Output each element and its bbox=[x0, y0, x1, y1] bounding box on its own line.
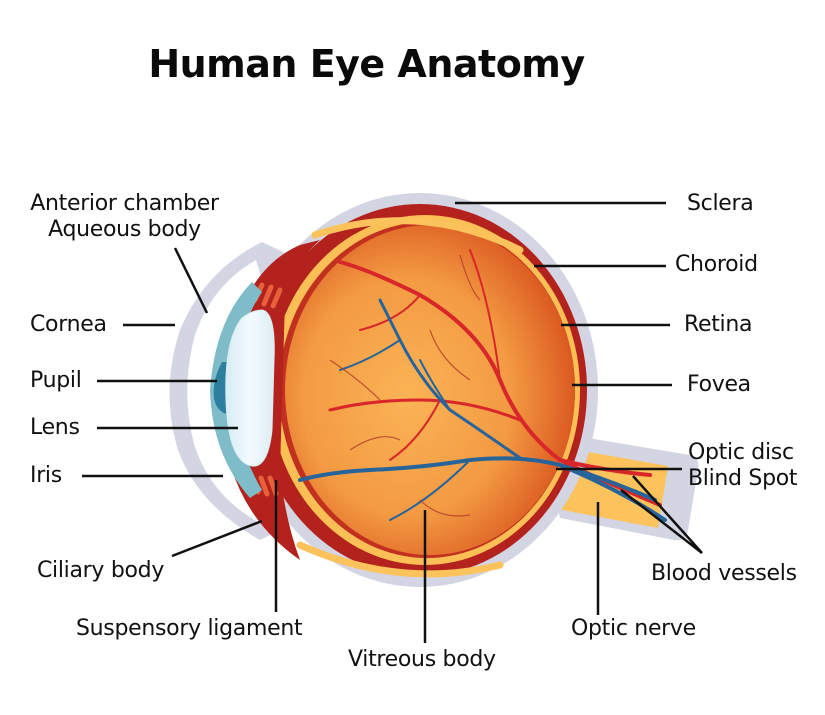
label-optic-disc-line1: Optic disc bbox=[688, 440, 794, 465]
capillaries bbox=[329, 254, 481, 517]
label-suspensory-ligament: Suspensory ligament bbox=[76, 616, 303, 641]
label-blind-spot-line2: Blind Spot bbox=[688, 466, 798, 491]
label-ciliary-body: Ciliary body bbox=[37, 558, 165, 583]
cornea-shape bbox=[210, 282, 262, 498]
label-vitreous-body: Vitreous body bbox=[348, 647, 496, 672]
label-pupil: Pupil bbox=[30, 368, 82, 393]
vitreous-shape bbox=[285, 225, 575, 555]
label-fovea: Fovea bbox=[687, 372, 751, 397]
lens-shape bbox=[225, 309, 275, 467]
label-lens: Lens bbox=[30, 415, 80, 440]
label-iris: Iris bbox=[30, 463, 62, 488]
label-aqueous-body-line2: Aqueous body bbox=[48, 217, 201, 242]
label-anterior-chamber: Anterior chamber Aqueous body bbox=[22, 191, 227, 243]
label-optic-nerve: Optic nerve bbox=[571, 616, 696, 641]
label-sclera: Sclera bbox=[687, 191, 754, 216]
label-cornea: Cornea bbox=[30, 312, 107, 337]
label-choroid: Choroid bbox=[675, 252, 758, 277]
label-retina: Retina bbox=[684, 312, 753, 337]
label-blood-vessels: Blood vessels bbox=[651, 561, 797, 586]
label-anterior-chamber-line1: Anterior chamber bbox=[30, 191, 219, 216]
diagram-title: Human Eye Anatomy bbox=[148, 42, 585, 86]
label-optic-disc: Optic disc Blind Spot bbox=[688, 440, 798, 492]
leader-lines bbox=[82, 201, 703, 643]
